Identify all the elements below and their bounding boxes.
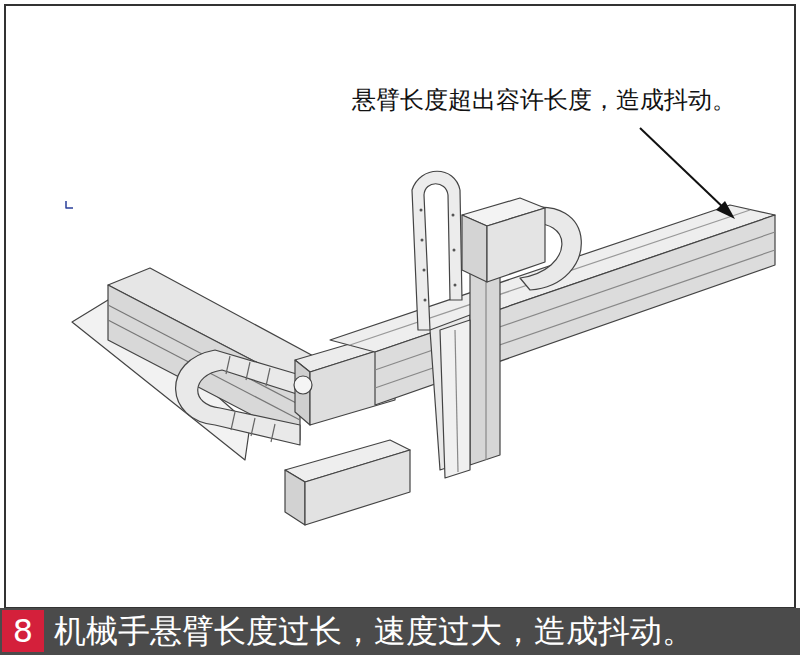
caption: 机械手悬臂长度过长，速度过大，造成抖动。 (54, 610, 694, 652)
callout-note: 悬臂长度超出容许长度，造成抖动。 (352, 84, 736, 116)
figure-number: 8 (2, 610, 44, 652)
